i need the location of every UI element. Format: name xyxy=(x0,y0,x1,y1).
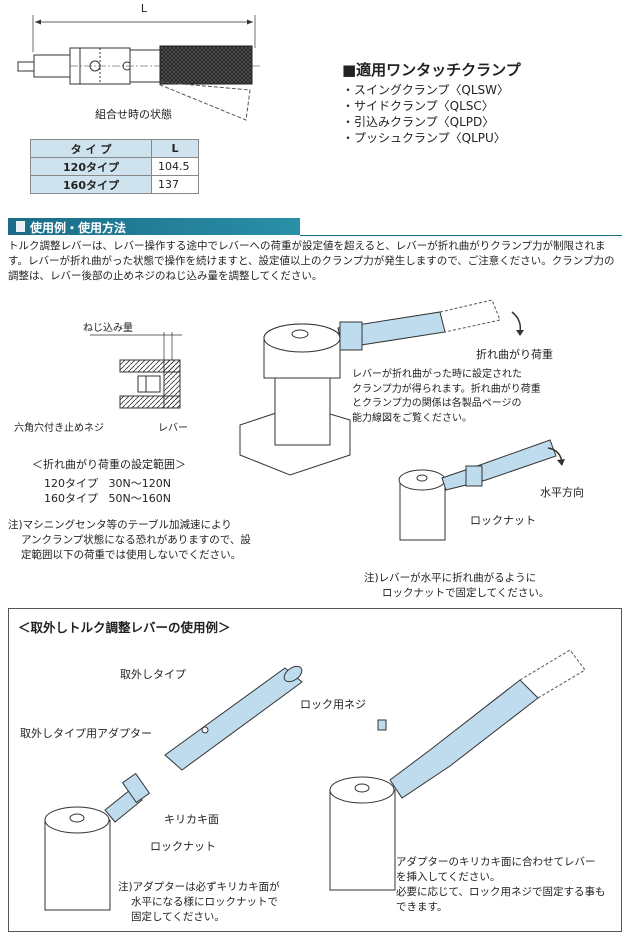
note-line: アンクランプ状態になる恐れがありますので、設 xyxy=(21,534,251,546)
table-row: 160タイプ 137 xyxy=(30,175,199,194)
range-value: 50N～160N xyxy=(108,492,171,505)
section-title: 使用例・使用方法 xyxy=(30,221,127,235)
table-cell-l: 104.5 xyxy=(151,157,199,176)
diagram-caption: 組合せ時の状態 xyxy=(95,108,172,121)
screw-depth-label: ねじ込み量 xyxy=(83,323,133,334)
table-cell-l: 137 xyxy=(151,175,199,194)
desc-line: とクランプ力の関係は各製品ページの xyxy=(352,398,522,409)
apply-title: ■適用ワンタッチクランプ xyxy=(342,61,521,79)
hex-screw-label: 六角穴付き止めネジ xyxy=(14,423,104,434)
box-right-note: アダプターのキリカキ面に合わせてレバー を挿入してください。 必要に応じて、ロッ… xyxy=(396,855,605,915)
section-marker-icon xyxy=(16,221,25,232)
note-line: できます。 xyxy=(396,901,448,913)
desc-line: クランプ力が得られます。折れ曲がり荷重 xyxy=(352,383,541,395)
right-note: 注)レバーが水平に折れ曲がるように ロックナットで固定してください。 xyxy=(364,571,549,601)
bend-description: レバーが折れ曲がった時に設定された クランプ力が得られます。折れ曲がり荷重 とク… xyxy=(352,368,541,426)
section-header: 使用例・使用方法 xyxy=(8,218,300,235)
detail-note: 注)マシニングセンタ等のテーブル加減速により アンクランプ状態になる恐れがありま… xyxy=(8,518,251,563)
usage-example-box xyxy=(8,608,622,932)
range-row: 160タイプ 50N～160N xyxy=(44,492,171,505)
table-cell-type: 120タイプ xyxy=(30,157,152,176)
dimension-label: L xyxy=(140,2,148,15)
table-cell-type: 160タイプ xyxy=(30,175,152,194)
apply-item: ・スイングクランプ〈QLSW〉 xyxy=(342,83,510,97)
combined-lever-drawing xyxy=(17,15,260,121)
note-line: 定範囲以下の荷重では使用しないでください。 xyxy=(21,549,242,561)
note-line: アダプターのキリカキ面に合わせてレバー xyxy=(396,856,596,868)
range-title: ＜折れ曲がり荷重の設定範囲＞ xyxy=(32,458,186,471)
range-row: 120タイプ 30N～120N xyxy=(44,477,171,490)
section-body: トルク調整レバーは、レバー操作する途中でレバーへの荷重が設定値を超えると、レバー… xyxy=(8,240,615,282)
apply-item: ・引込みクランプ〈QLPD〉 xyxy=(342,115,495,129)
box-left-note: 注)アダプターは必ずキリカキ面が 水平になる様にロックナットで 固定してください… xyxy=(118,880,280,925)
apply-list: ・スイングクランプ〈QLSW〉 ・サイドクランプ〈QLSC〉 ・引込みクランプ〈… xyxy=(342,82,509,146)
notch-label: キリカキ面 xyxy=(164,813,219,826)
adapter-label: 取外しタイプ用アダプター xyxy=(20,727,152,740)
note-line: 注)マシニングセンタ等のテーブル加減速により xyxy=(8,519,232,531)
note-line: ロックナットで固定してください。 xyxy=(382,587,550,599)
note-line: 固定してください。 xyxy=(131,911,225,923)
removable-lever-illustration xyxy=(44,649,586,911)
screw-detail-drawing xyxy=(90,332,182,409)
note-line: 注)アダプターは必ずキリカキ面が xyxy=(118,881,280,893)
apply-item: ・サイドクランプ〈QLSC〉 xyxy=(342,99,494,113)
desc-line: レバーが折れ曲がった時に設定された xyxy=(352,369,522,380)
desc-line: 能力線図をご覧ください。 xyxy=(352,412,472,424)
note-line: を挿入してください。 xyxy=(396,871,501,883)
apply-item: ・プッシュクランプ〈QLPU〉 xyxy=(342,131,506,145)
table-header-l: L xyxy=(151,139,199,158)
box-lock-nut-label: ロックナット xyxy=(150,840,216,853)
table-row: 120タイプ 104.5 xyxy=(30,157,199,176)
lever-label: レバー xyxy=(158,423,188,434)
clamp-bend-illustration xyxy=(239,299,565,541)
range-value: 30N～120N xyxy=(108,477,171,490)
lock-screw-label: ロック用ネジ xyxy=(300,698,366,711)
note-line: 水平になる様にロックナットで xyxy=(131,896,278,908)
horizontal-label: 水平方向 xyxy=(540,486,584,499)
section-divider xyxy=(300,235,622,236)
table-header-type: タ イ プ xyxy=(30,139,152,158)
lock-nut-label: ロックナット xyxy=(470,514,536,527)
note-line: 必要に応じて、ロック用ネジで固定する事も xyxy=(396,886,606,898)
range-type: 120タイプ xyxy=(44,477,98,490)
removable-type-label: 取外しタイプ xyxy=(120,668,186,681)
bend-load-label: 折れ曲がり荷重 xyxy=(476,348,553,361)
range-type: 160タイプ xyxy=(44,492,98,505)
spec-table: タ イ プ L 120タイプ 104.5 160タイプ 137 xyxy=(30,139,199,194)
usage-example-title: ＜取外しトルク調整レバーの使用例＞ xyxy=(18,620,231,635)
note-line: 注)レバーが水平に折れ曲がるように xyxy=(364,572,537,584)
